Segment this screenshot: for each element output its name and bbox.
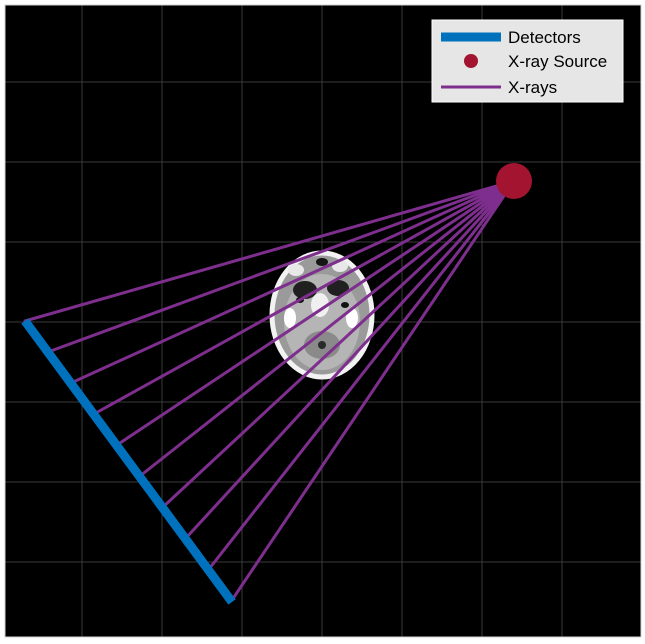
- x-ray-line: [138, 179, 516, 478]
- x-ray-source-marker: [496, 163, 532, 199]
- x-ray-line: [69, 179, 516, 385]
- legend-source-label: X-ray Source: [508, 52, 607, 71]
- x-ray-line: [92, 179, 516, 416]
- x-ray-line: [115, 179, 516, 447]
- axes-border: [4, 4, 642, 638]
- x-ray-line: [46, 179, 516, 354]
- legend-source-swatch: [464, 54, 478, 68]
- legend: Detectors X-ray Source X-rays: [431, 19, 624, 103]
- x-ray-line: [184, 179, 516, 540]
- x-rays: [23, 179, 516, 602]
- legend-rays-label: X-rays: [508, 78, 557, 97]
- x-ray-line: [23, 179, 516, 323]
- x-ray-line: [161, 179, 516, 509]
- detector-array: [21, 318, 236, 605]
- x-ray-line: [230, 179, 516, 602]
- legend-detectors-label: Detectors: [508, 28, 581, 47]
- x-ray-line: [207, 179, 516, 571]
